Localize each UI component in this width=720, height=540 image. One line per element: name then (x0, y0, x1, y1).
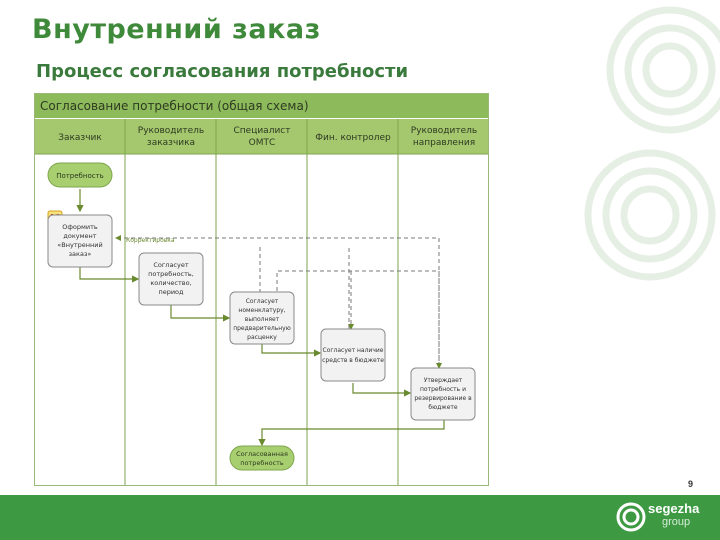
node-order-document (47, 214, 113, 268)
lane-label-direction-head-2: направления (413, 138, 475, 148)
node-order-line-2: документ (63, 232, 96, 240)
node-check-funds (320, 328, 386, 382)
node-agree-need-line-2: потребность, (148, 270, 194, 278)
end-node-line-2: потребность (240, 459, 284, 467)
page-number: 9 (688, 479, 694, 489)
end-node-line-1: Согласованная (236, 450, 288, 458)
lane-label-omts-2: ОМТС (249, 138, 276, 148)
node-agree-need-line-3: количество, (150, 279, 191, 287)
node-approve-line-1: Утверждает (424, 377, 463, 384)
start-node-label: Потребность (56, 172, 104, 180)
node-agree-need-line-4: период (158, 288, 184, 296)
page-subtitle: Процесс согласования потребности (36, 61, 409, 82)
logo-icon (616, 502, 646, 532)
node-order-line-1: Оформить (62, 223, 98, 231)
lane-label-customer: Заказчик (58, 133, 102, 143)
node-nomen-line-2: номенклатуру, (238, 307, 285, 314)
node-order-line-4: заказ» (69, 250, 92, 258)
node-agree-need (138, 252, 204, 306)
watermark-logo (584, 6, 720, 281)
logo-name: segezha (648, 501, 700, 516)
node-funds-line-2: средств в бюджете (322, 357, 384, 364)
lane-label-fin: Фин. контролер (315, 133, 391, 143)
lane-label-direction-head-1: Руководитель (411, 126, 477, 136)
start-node (47, 162, 113, 188)
page-title: Внутренний заказ (32, 14, 321, 45)
node-approve-line-4: бюджете (428, 404, 457, 411)
node-nomen-line-4: предварительную (233, 325, 291, 332)
node-agree-nomenclature (229, 291, 295, 345)
process-diagram: Согласование потребности (общая схема) З… (34, 93, 489, 486)
lane-label-customer-head-2: заказчика (147, 138, 195, 148)
lane-label-customer-head-1: Руководитель (138, 126, 204, 136)
node-nomen-line-1: Согласует (246, 298, 279, 305)
company-logo: segezha group (612, 498, 712, 536)
correction-label: Корректировка (126, 237, 175, 244)
node-approve-line-3: резервирование в (414, 395, 472, 402)
diagram-caption-bar (35, 94, 488, 118)
node-nomen-line-5: расценку (247, 334, 277, 341)
footer-bar (0, 495, 720, 540)
node-order-line-3: «Внутренний (57, 241, 102, 249)
end-node (229, 445, 295, 471)
logo-sub: group (662, 516, 691, 528)
lane-label-omts-1: Специалист (234, 126, 291, 136)
diagram-caption: Согласование потребности (общая схема) (40, 99, 309, 113)
node-funds-line-1: Согласует наличие (323, 347, 384, 354)
lane-header-row (35, 119, 488, 154)
node-agree-need-line-1: Согласует (153, 261, 188, 269)
node-approve-line-2: потребность и (420, 386, 466, 393)
node-nomen-line-3: выполняет (245, 316, 280, 323)
node-approve (410, 367, 476, 421)
